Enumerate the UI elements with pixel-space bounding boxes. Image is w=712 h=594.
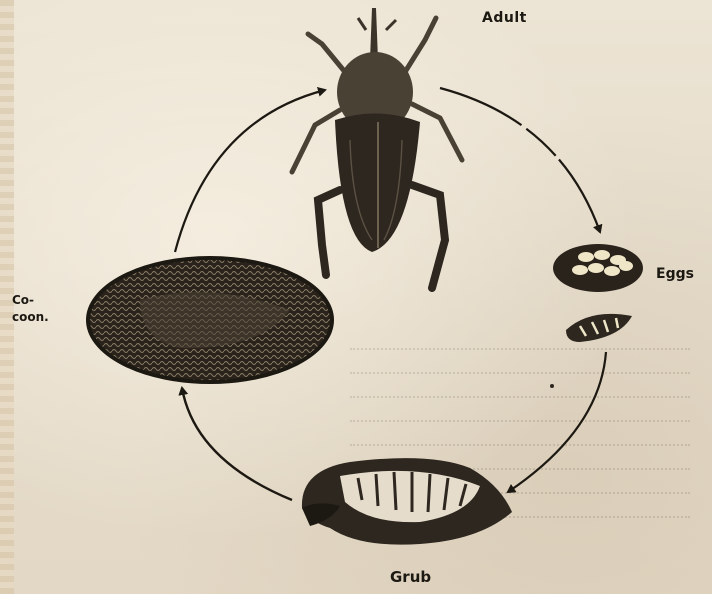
grub-illustration xyxy=(302,458,512,545)
arrow-grub-to-cocoon xyxy=(182,388,292,500)
adult-beetle-illustration xyxy=(292,8,462,288)
label-grub: Grub xyxy=(390,568,431,586)
eggs-illustration xyxy=(553,244,643,292)
label-cocoon-line1: Co- xyxy=(12,292,49,309)
cocoon-illustration xyxy=(88,258,332,382)
label-adult: Adult xyxy=(482,10,527,26)
arrow-cocoon-to-adult xyxy=(175,90,325,252)
young-larva-illustration xyxy=(550,314,632,388)
arrow-eggs-to-grub xyxy=(508,352,606,492)
label-cocoon-line2: coon. xyxy=(12,309,49,326)
label-eggs: Eggs xyxy=(656,266,694,282)
label-cocoon: Co- coon. xyxy=(12,292,49,326)
